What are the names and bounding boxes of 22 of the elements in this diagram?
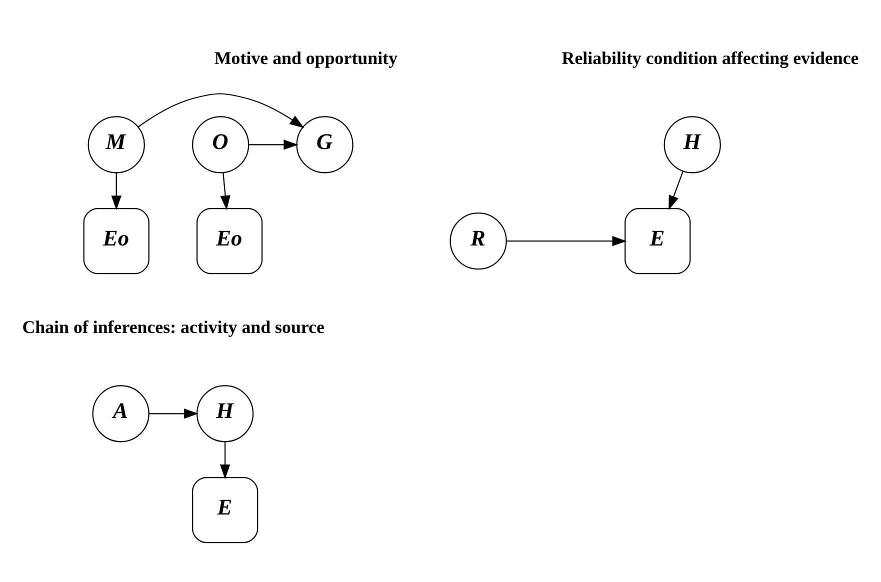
arrow <box>138 92 304 128</box>
node-box: E <box>624 208 691 274</box>
node-circle: R <box>450 212 507 270</box>
node-circle: H <box>196 384 254 442</box>
node-circle: O <box>192 116 250 173</box>
arrow <box>248 139 298 150</box>
arrow <box>220 172 230 210</box>
arrow <box>668 170 684 210</box>
arrow <box>506 235 627 246</box>
node-circle: M <box>88 116 145 173</box>
node-circle: A <box>92 384 150 442</box>
node-circle: G <box>296 116 354 173</box>
node-box: Eo <box>83 208 150 274</box>
label: Reliability condition affecting evidence <box>562 47 859 68</box>
arrow <box>111 172 122 210</box>
arrow <box>220 442 230 479</box>
arrow <box>148 408 198 418</box>
node-circle: H <box>664 116 721 173</box>
node-box: Eo <box>196 208 263 274</box>
label: Chain of inferences: activity and source <box>22 316 324 336</box>
label: Motive and opportunity <box>214 47 398 68</box>
node-box: E <box>192 476 258 543</box>
